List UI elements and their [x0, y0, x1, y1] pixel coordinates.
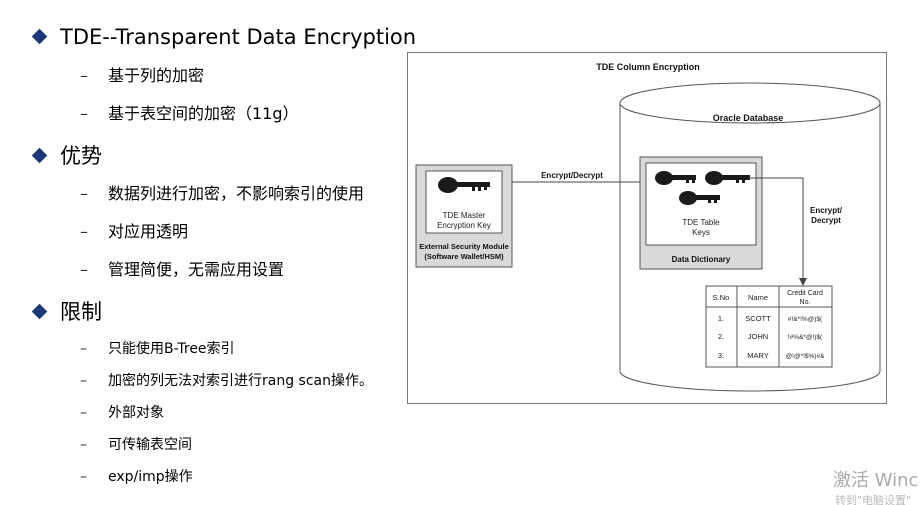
encrypt-decrypt-vertical-label-1: Encrypt/: [810, 206, 843, 215]
esm-label-1: External Security Module: [419, 242, 509, 251]
table-header-sno: S.No: [713, 293, 730, 302]
dash-icon: –: [80, 222, 88, 241]
diagram-title: TDE Column Encryption: [596, 62, 700, 72]
dash-icon: –: [80, 437, 87, 453]
encrypt-decrypt-label: Encrypt/Decrypt: [541, 171, 603, 180]
sub-bullet-index: – 数据列进行加密，不影响索引的使用: [80, 184, 364, 204]
dash-icon: –: [80, 104, 88, 123]
encrypt-decrypt-vertical-label-2: Decrypt: [811, 216, 841, 225]
diamond-bullet-icon: [31, 147, 48, 164]
credit-card-table: S.No Name Credit Card No. 1. SCOTT #!&*!…: [705, 285, 833, 368]
sub-bullet-text: 基于列的加密: [108, 66, 205, 85]
table-keys-label-2: Keys: [692, 228, 710, 237]
sub-bullet-btree: – 只能使用B-Tree索引: [80, 340, 235, 358]
table-cell: 1.: [718, 314, 724, 323]
master-key-box: [425, 170, 503, 234]
encrypt-decrypt-vertical-arrow: [748, 177, 807, 286]
dash-icon: –: [80, 373, 87, 389]
tde-diagram-svg: TDE Column Encryption Oracle Database TD…: [415, 62, 881, 392]
bullet-limits: 限制: [31, 299, 102, 325]
table-cell: JOHN: [748, 332, 768, 341]
dash-icon: –: [80, 66, 88, 85]
diamond-bullet-icon: [31, 303, 48, 320]
table-key-icon-3: [679, 191, 720, 205]
table-key-icon-1: [655, 171, 696, 185]
table-header-name: Name: [748, 293, 768, 302]
table-cell: 3.: [718, 351, 724, 360]
sub-bullet-text: 数据列进行加密，不影响索引的使用: [108, 184, 365, 203]
dash-icon: –: [80, 184, 88, 203]
sub-bullet-text: 只能使用B-Tree索引: [108, 341, 235, 357]
table-keys-label-1: TDE Table: [682, 218, 720, 227]
master-key-icon: [438, 177, 490, 193]
bullet-advantages: 优势: [31, 143, 102, 169]
sub-bullet-column: – 基于列的加密: [80, 66, 204, 86]
table-cell: 2.: [718, 332, 724, 341]
bullet-advantages-text: 优势: [60, 144, 102, 168]
tde-diagram: TDE Column Encryption Oracle Database TD…: [407, 52, 887, 404]
table-cell: !#%&*@!)$(: [788, 334, 823, 341]
database-label: Oracle Database: [713, 113, 784, 123]
dash-icon: –: [80, 260, 88, 279]
table-cell: #!&*!%@)$(: [788, 316, 823, 323]
sub-bullet-text: 对应用透明: [108, 222, 189, 241]
activation-watermark: 激活 Winc: [833, 470, 919, 491]
sub-bullet-text: 基于表空间的加密（11g）: [108, 104, 299, 123]
dash-icon: –: [80, 469, 87, 485]
sub-bullet-text: 管理简便，无需应用设置: [108, 260, 285, 279]
sub-bullet-external: – 外部对象: [80, 404, 164, 422]
master-key-label-2: Encryption Key: [437, 221, 491, 230]
activation-watermark-sub: 转到"电脑设置": [835, 494, 912, 505]
sub-bullet-range-scan: – 加密的列无法对索引进行rang scan操作。: [80, 372, 373, 390]
sub-bullet-text: 可传输表空间: [108, 437, 192, 453]
sub-bullet-tablespace: – 基于表空间的加密（11g）: [80, 104, 299, 124]
table-key-icon-2: [705, 171, 750, 185]
table-header-credit-card-2: No.: [800, 299, 811, 306]
data-dictionary-label: Data Dictionary: [672, 255, 731, 264]
bullet-limits-text: 限制: [60, 300, 102, 324]
sub-bullet-transportable: – 可传输表空间: [80, 436, 192, 454]
table-header-credit-card-1: Credit Card: [787, 290, 823, 297]
dash-icon: –: [80, 405, 87, 421]
sub-bullet-management: – 管理简便，无需应用设置: [80, 260, 284, 280]
sub-bullet-text: 加密的列无法对索引进行rang scan操作。: [108, 373, 373, 389]
diamond-bullet-icon: [31, 28, 48, 45]
table-cell: MARY: [747, 351, 769, 360]
sub-bullet-text: exp/imp操作: [108, 469, 193, 485]
dash-icon: –: [80, 341, 87, 357]
table-cell: SCOTT: [745, 314, 771, 323]
sub-bullet-text: 外部对象: [108, 405, 164, 421]
table-cell: @!@*!$%)#&: [786, 353, 826, 360]
esm-label-2: (Software Wallet/HSM): [424, 252, 504, 261]
sub-bullet-transparent: – 对应用透明: [80, 222, 188, 242]
sub-bullet-expimp: – exp/imp操作: [80, 468, 193, 486]
master-key-label-1: TDE Master: [443, 211, 486, 220]
bullet-tde-text: TDE--Transparent Data Encryption: [60, 25, 417, 49]
bullet-tde: TDE--Transparent Data Encryption: [31, 24, 417, 50]
database-cylinder-top: [619, 82, 881, 124]
